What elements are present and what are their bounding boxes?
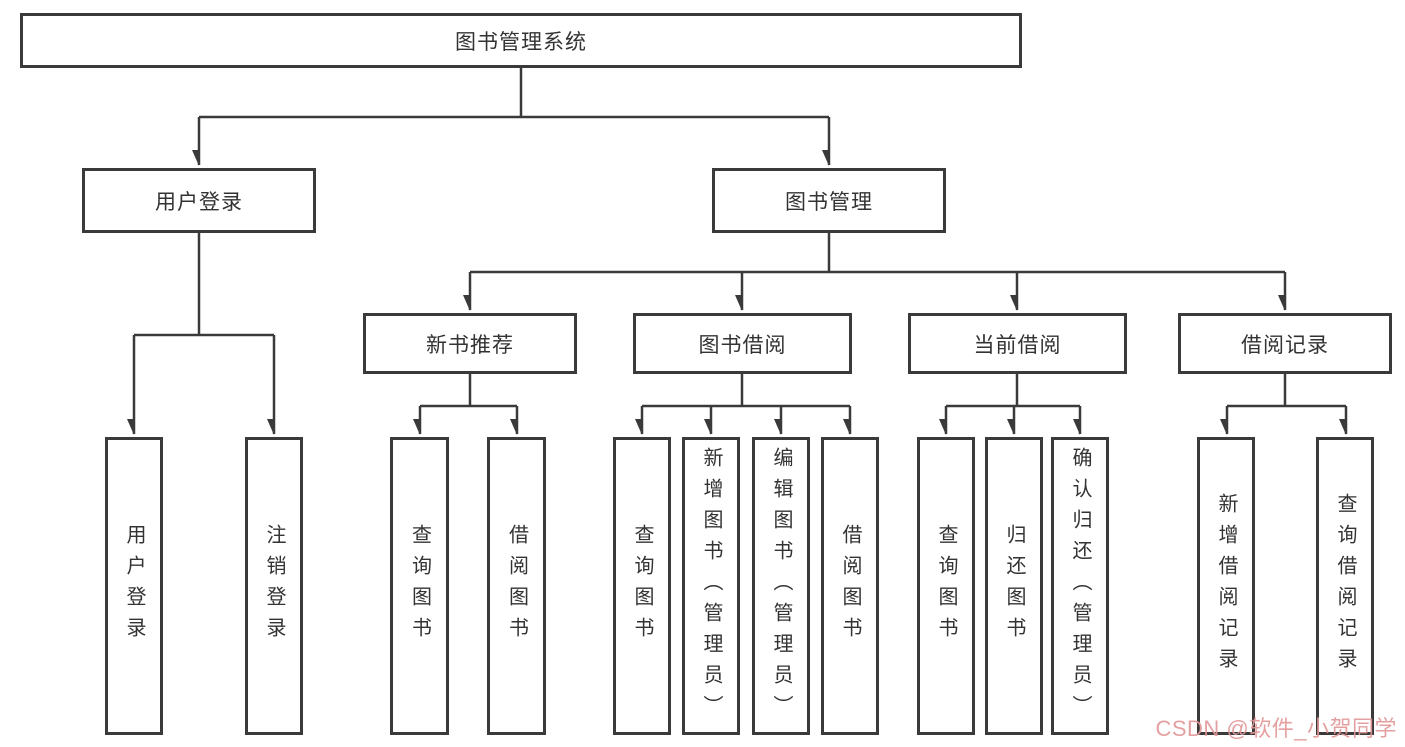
node-return-books: 归还图书: [985, 437, 1043, 735]
node-borrow-books-leaf: 借阅图书: [821, 437, 879, 735]
node-add-books-admin: 新增图书（管理员）: [682, 437, 740, 735]
node-edit-books-admin-label: 编辑图书（管理员）: [770, 446, 792, 726]
node-user-login-leaf: 用户登录: [105, 437, 163, 735]
node-query-books-recommend-label: 查询图书: [408, 524, 431, 648]
node-user-login-leaf-label: 用户登录: [123, 524, 145, 648]
watermark-text: CSDN @软件_小贺同学: [1155, 716, 1397, 741]
node-query-borrowing-record: 查询借阅记录: [1316, 437, 1374, 735]
node-borrow-books-recommend: 借阅图书: [487, 437, 546, 735]
node-query-books-current-label: 查询图书: [935, 524, 957, 648]
node-current-borrowing: 当前借阅: [908, 313, 1127, 374]
node-add-books-admin-label: 新增图书（管理员）: [700, 446, 722, 726]
node-new-book-recommendation-label: 新书推荐: [426, 333, 514, 357]
node-user-login-label: 用户登录: [155, 190, 243, 214]
node-query-books-recommend: 查询图书: [390, 437, 449, 735]
node-book-borrowing-label: 图书借阅: [698, 333, 787, 357]
node-current-borrowing-label: 当前借阅: [973, 333, 1062, 357]
node-query-books-borrowing-label: 查询图书: [631, 524, 653, 648]
node-root-label: 图书管理系统: [455, 30, 587, 54]
node-add-borrowing-record-label: 新增借阅记录: [1215, 493, 1237, 679]
node-borrowing-records: 借阅记录: [1178, 313, 1392, 374]
node-borrow-books-recommend-label: 借阅图书: [505, 524, 528, 648]
node-confirm-return-admin: 确认归还（管理员）: [1051, 437, 1109, 735]
node-confirm-return-admin-label: 确认归还（管理员）: [1069, 446, 1091, 726]
node-return-books-label: 归还图书: [1003, 524, 1025, 648]
node-query-books-current: 查询图书: [917, 437, 975, 735]
node-book-management-label: 图书管理: [785, 190, 873, 214]
node-borrow-books-leaf-label: 借阅图书: [839, 524, 861, 648]
node-borrowing-records-label: 借阅记录: [1241, 333, 1329, 357]
node-root: 图书管理系统: [20, 13, 1022, 68]
node-query-books-borrowing: 查询图书: [613, 437, 671, 735]
node-logout-leaf: 注销登录: [245, 437, 303, 735]
node-new-book-recommendation: 新书推荐: [363, 313, 577, 374]
node-book-borrowing: 图书借阅: [633, 313, 852, 374]
node-book-management: 图书管理: [712, 168, 946, 233]
node-add-borrowing-record: 新增借阅记录: [1197, 437, 1255, 735]
node-user-login: 用户登录: [82, 168, 316, 233]
node-logout-leaf-label: 注销登录: [263, 524, 285, 648]
node-edit-books-admin: 编辑图书（管理员）: [752, 437, 810, 735]
node-query-borrowing-record-label: 查询借阅记录: [1334, 493, 1356, 679]
